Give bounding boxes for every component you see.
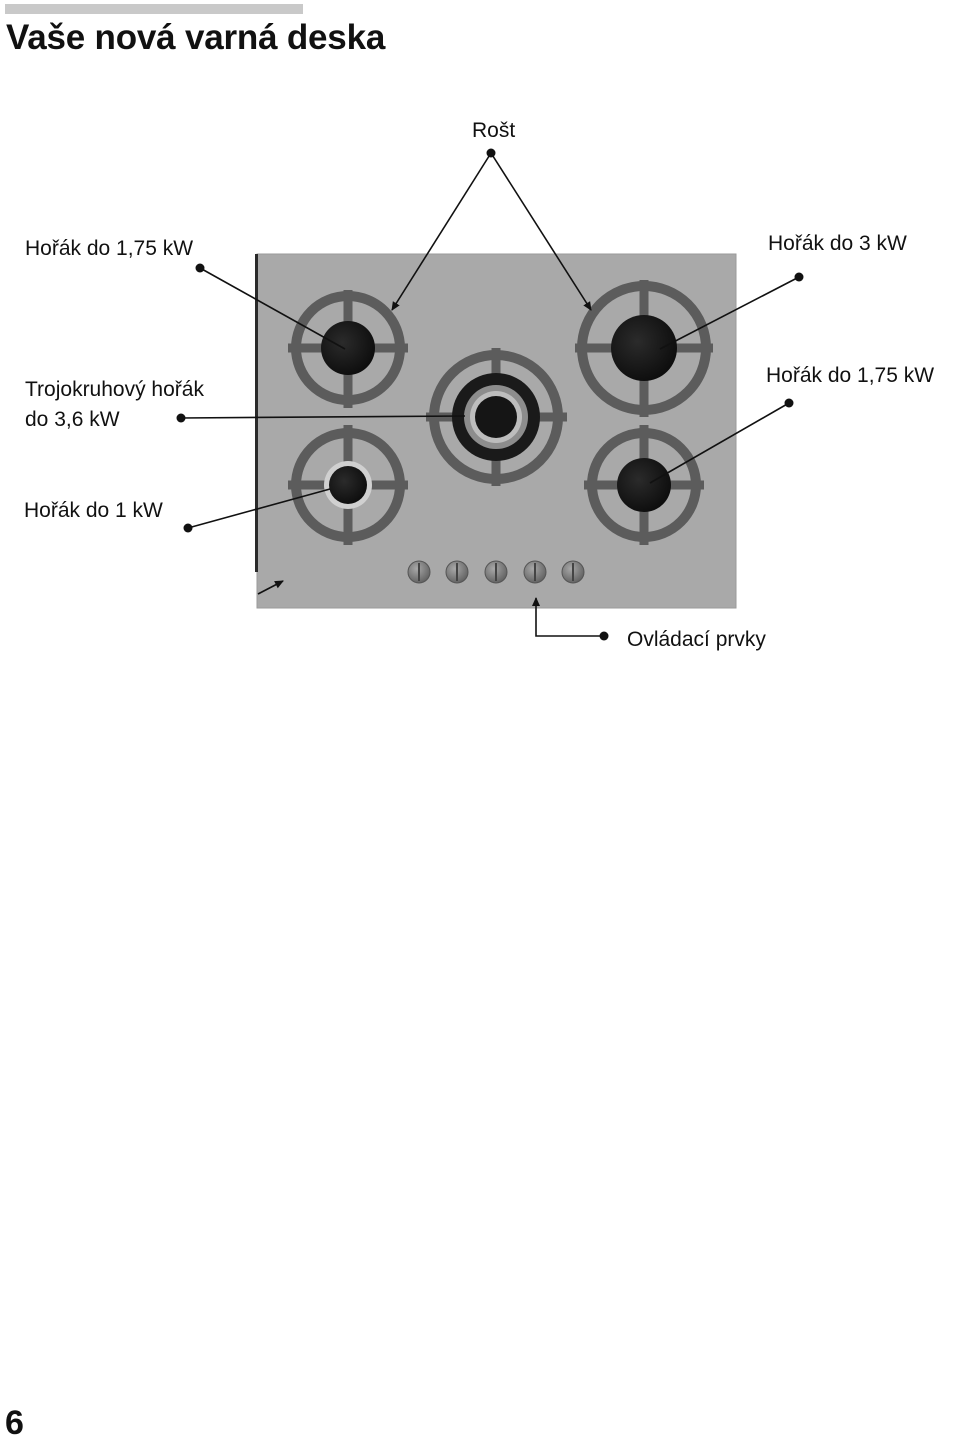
hob-edge-shadow (255, 254, 258, 572)
label-burner-top-right: Hořák do 3 kW (768, 232, 907, 255)
leader-edge-arrow (257, 580, 284, 595)
label-burner-bottom-left: Hořák do 1 kW (24, 499, 163, 522)
label-triple-ring-line1: Trojokruhový hořák (25, 378, 204, 401)
leader-burner-top-right (659, 276, 800, 350)
leader-dots (176, 148, 804, 641)
leader-burner-top-left (199, 267, 346, 350)
leader-burner-bottom-left (187, 488, 331, 529)
leader-controls (532, 597, 604, 637)
control-knobs (407, 560, 585, 584)
leader-grate-right (490, 152, 592, 311)
burner-bottom-left (288, 425, 408, 545)
label-controls: Ovládací prvky (627, 628, 766, 651)
burner-top-left (288, 290, 408, 408)
label-burner-top-left: Hořák do 1,75 kW (25, 237, 194, 260)
burner-triple-ring (426, 348, 567, 486)
header-decor-bar (5, 4, 303, 14)
leader-grate-left (391, 152, 492, 311)
leader-lines (180, 152, 800, 637)
page-number: 6 (5, 1404, 24, 1442)
label-grate: Rošt (472, 119, 516, 142)
label-burner-bottom-right: Hořák do 1,75 kW (766, 364, 935, 387)
page-title: Vaše nová varná deska (6, 18, 386, 57)
leader-triple-ring (180, 415, 466, 419)
burner-bottom-right (584, 425, 704, 545)
label-triple-ring: Trojokruhový hořák do 3,6 kW (25, 375, 204, 435)
label-triple-ring-line2: do 3,6 kW (25, 408, 120, 431)
hob-diagram (176, 148, 804, 641)
leader-burner-bottom-right (649, 402, 790, 484)
burner-top-right (575, 280, 713, 417)
